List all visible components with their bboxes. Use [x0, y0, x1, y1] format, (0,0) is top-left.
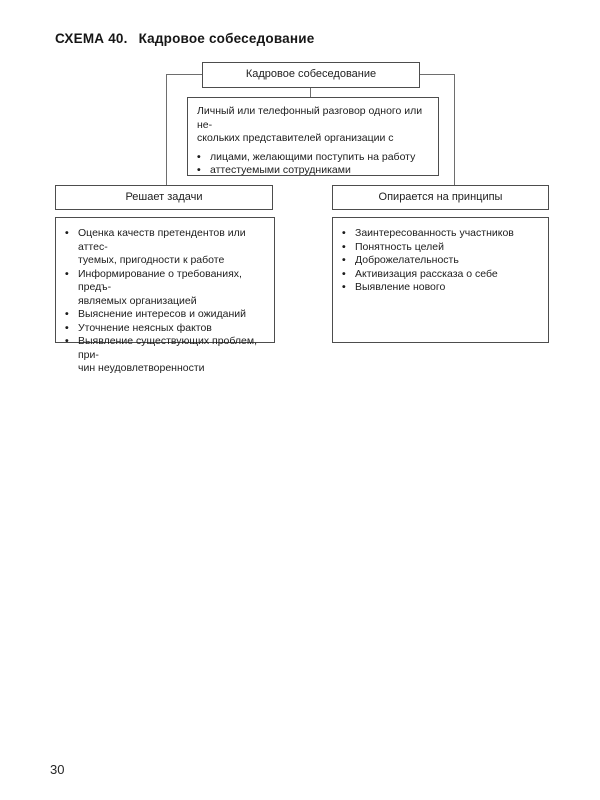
left-branch-header-box: Решает задачи [55, 185, 273, 210]
bullet-icon: • [65, 335, 69, 347]
bullet-label: аттестуемыми сотрудниками [210, 164, 351, 176]
description-bullet-list: • лицами, желающими поступить на работу … [197, 151, 429, 178]
bullet-item: • аттестуемыми сотрудниками [197, 164, 429, 178]
bullet-icon: • [197, 150, 201, 163]
bullet-item: • Информирование о требованиях, предъ- я… [65, 268, 268, 309]
bullet-item: • Понятность целей [342, 241, 542, 255]
right-branch-header-box: Опирается на принципы [332, 185, 549, 210]
bullet-item: • Доброжелательность [342, 254, 542, 268]
bullet-item: • Оценка качеств претендентов или аттес-… [65, 227, 268, 268]
bullet-label: лицами, желающими поступить на работу [210, 150, 416, 163]
connector-root-to-description [310, 88, 311, 97]
connector-right-horizontal [420, 74, 454, 75]
right-branch-header-label: Опирается на принципы [378, 190, 503, 203]
description-box: Личный или телефонный разговор одного ил… [187, 97, 439, 176]
schema-title: Кадровое собеседование [138, 31, 315, 46]
right-branch-body-box: • Заинтересованность участников • Понятн… [332, 217, 549, 343]
bullet-item: • Выяснение интересов и ожиданий [65, 308, 268, 322]
bullet-icon: • [342, 227, 346, 239]
bullet-item: • Уточнение неясных фактов [65, 322, 268, 336]
root-node-box: Кадровое собеседование [202, 62, 420, 88]
bullet-label: Доброжелательность [355, 254, 459, 266]
bullet-icon: • [65, 321, 69, 334]
bullet-item: • лицами, желающими поступить на работу [197, 151, 429, 165]
bullet-label: Заинтересованность участников [355, 227, 514, 239]
page-title: СХЕМА 40. Кадровое собеседование [55, 31, 314, 46]
left-branch-bullet-list: • Оценка качеств претендентов или аттес-… [65, 227, 268, 376]
bullet-label: Уточнение неясных фактов [78, 321, 212, 334]
connector-left-vertical [166, 74, 167, 185]
bullet-label: Выявление нового [355, 281, 446, 293]
connector-left-horizontal [166, 74, 202, 75]
bullet-icon: • [65, 267, 69, 280]
bullet-label: Выявление существующих проблем, при- чин… [78, 335, 258, 374]
bullet-label: Информирование о требованиях, предъ- явл… [78, 267, 242, 307]
right-branch-bullet-list: • Заинтересованность участников • Понятн… [342, 227, 542, 295]
left-branch-header-label: Решает задачи [125, 190, 203, 203]
bullet-icon: • [342, 281, 346, 293]
bullet-icon: • [342, 240, 346, 253]
connector-right-vertical [454, 74, 455, 185]
schema-label: СХЕМА 40. [55, 31, 128, 46]
bullet-icon: • [342, 254, 346, 266]
description-paragraph: Личный или телефонный разговор одного ил… [197, 105, 423, 144]
bullet-label: Активизация рассказа о себе [355, 267, 498, 280]
bullet-item: • Выявление нового [342, 281, 542, 295]
bullet-label: Понятность целей [355, 240, 444, 253]
bullet-icon: • [197, 164, 201, 176]
bullet-icon: • [65, 227, 69, 239]
bullet-item: • Активизация рассказа о себе [342, 268, 542, 282]
bullet-label: Выяснение интересов и ожиданий [78, 308, 247, 320]
page-number: 30 [50, 762, 65, 777]
left-branch-body-box: • Оценка качеств претендентов или аттес-… [55, 217, 275, 374]
bullet-label: Оценка качеств претендентов или аттес- т… [78, 227, 246, 266]
bullet-icon: • [65, 308, 69, 320]
bullet-item: • Выявление существующих проблем, при- ч… [65, 335, 268, 376]
bullet-icon: • [342, 267, 346, 280]
root-node-label: Кадровое собеседование [245, 68, 377, 81]
bullet-item: • Заинтересованность участников [342, 227, 542, 241]
